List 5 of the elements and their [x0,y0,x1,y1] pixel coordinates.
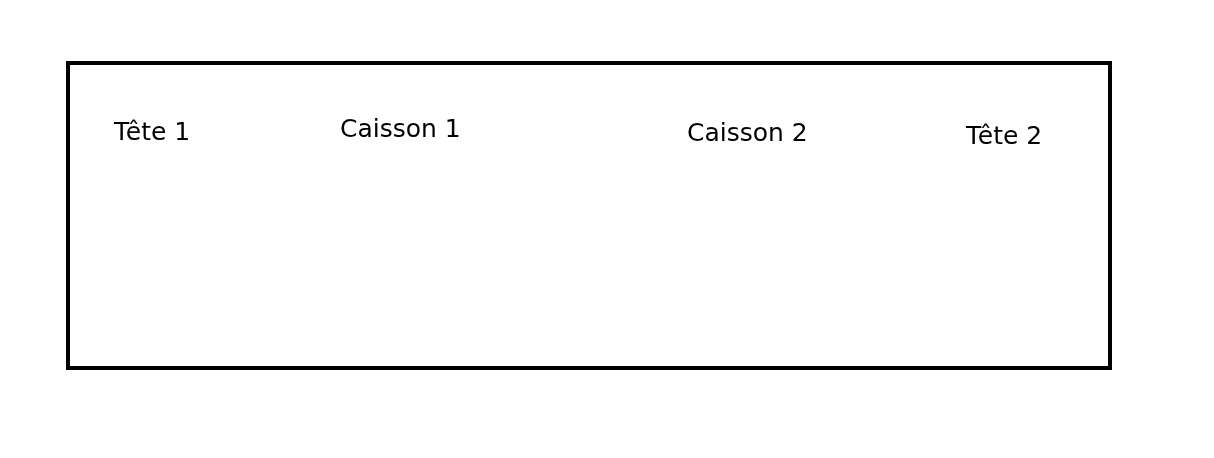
section-label: Tête 1 [114,117,191,147]
section-label: Caisson 1 [340,114,461,144]
container-box [66,61,1112,370]
section-label: Tête 2 [966,121,1043,151]
section-label: Caisson 2 [687,118,808,148]
